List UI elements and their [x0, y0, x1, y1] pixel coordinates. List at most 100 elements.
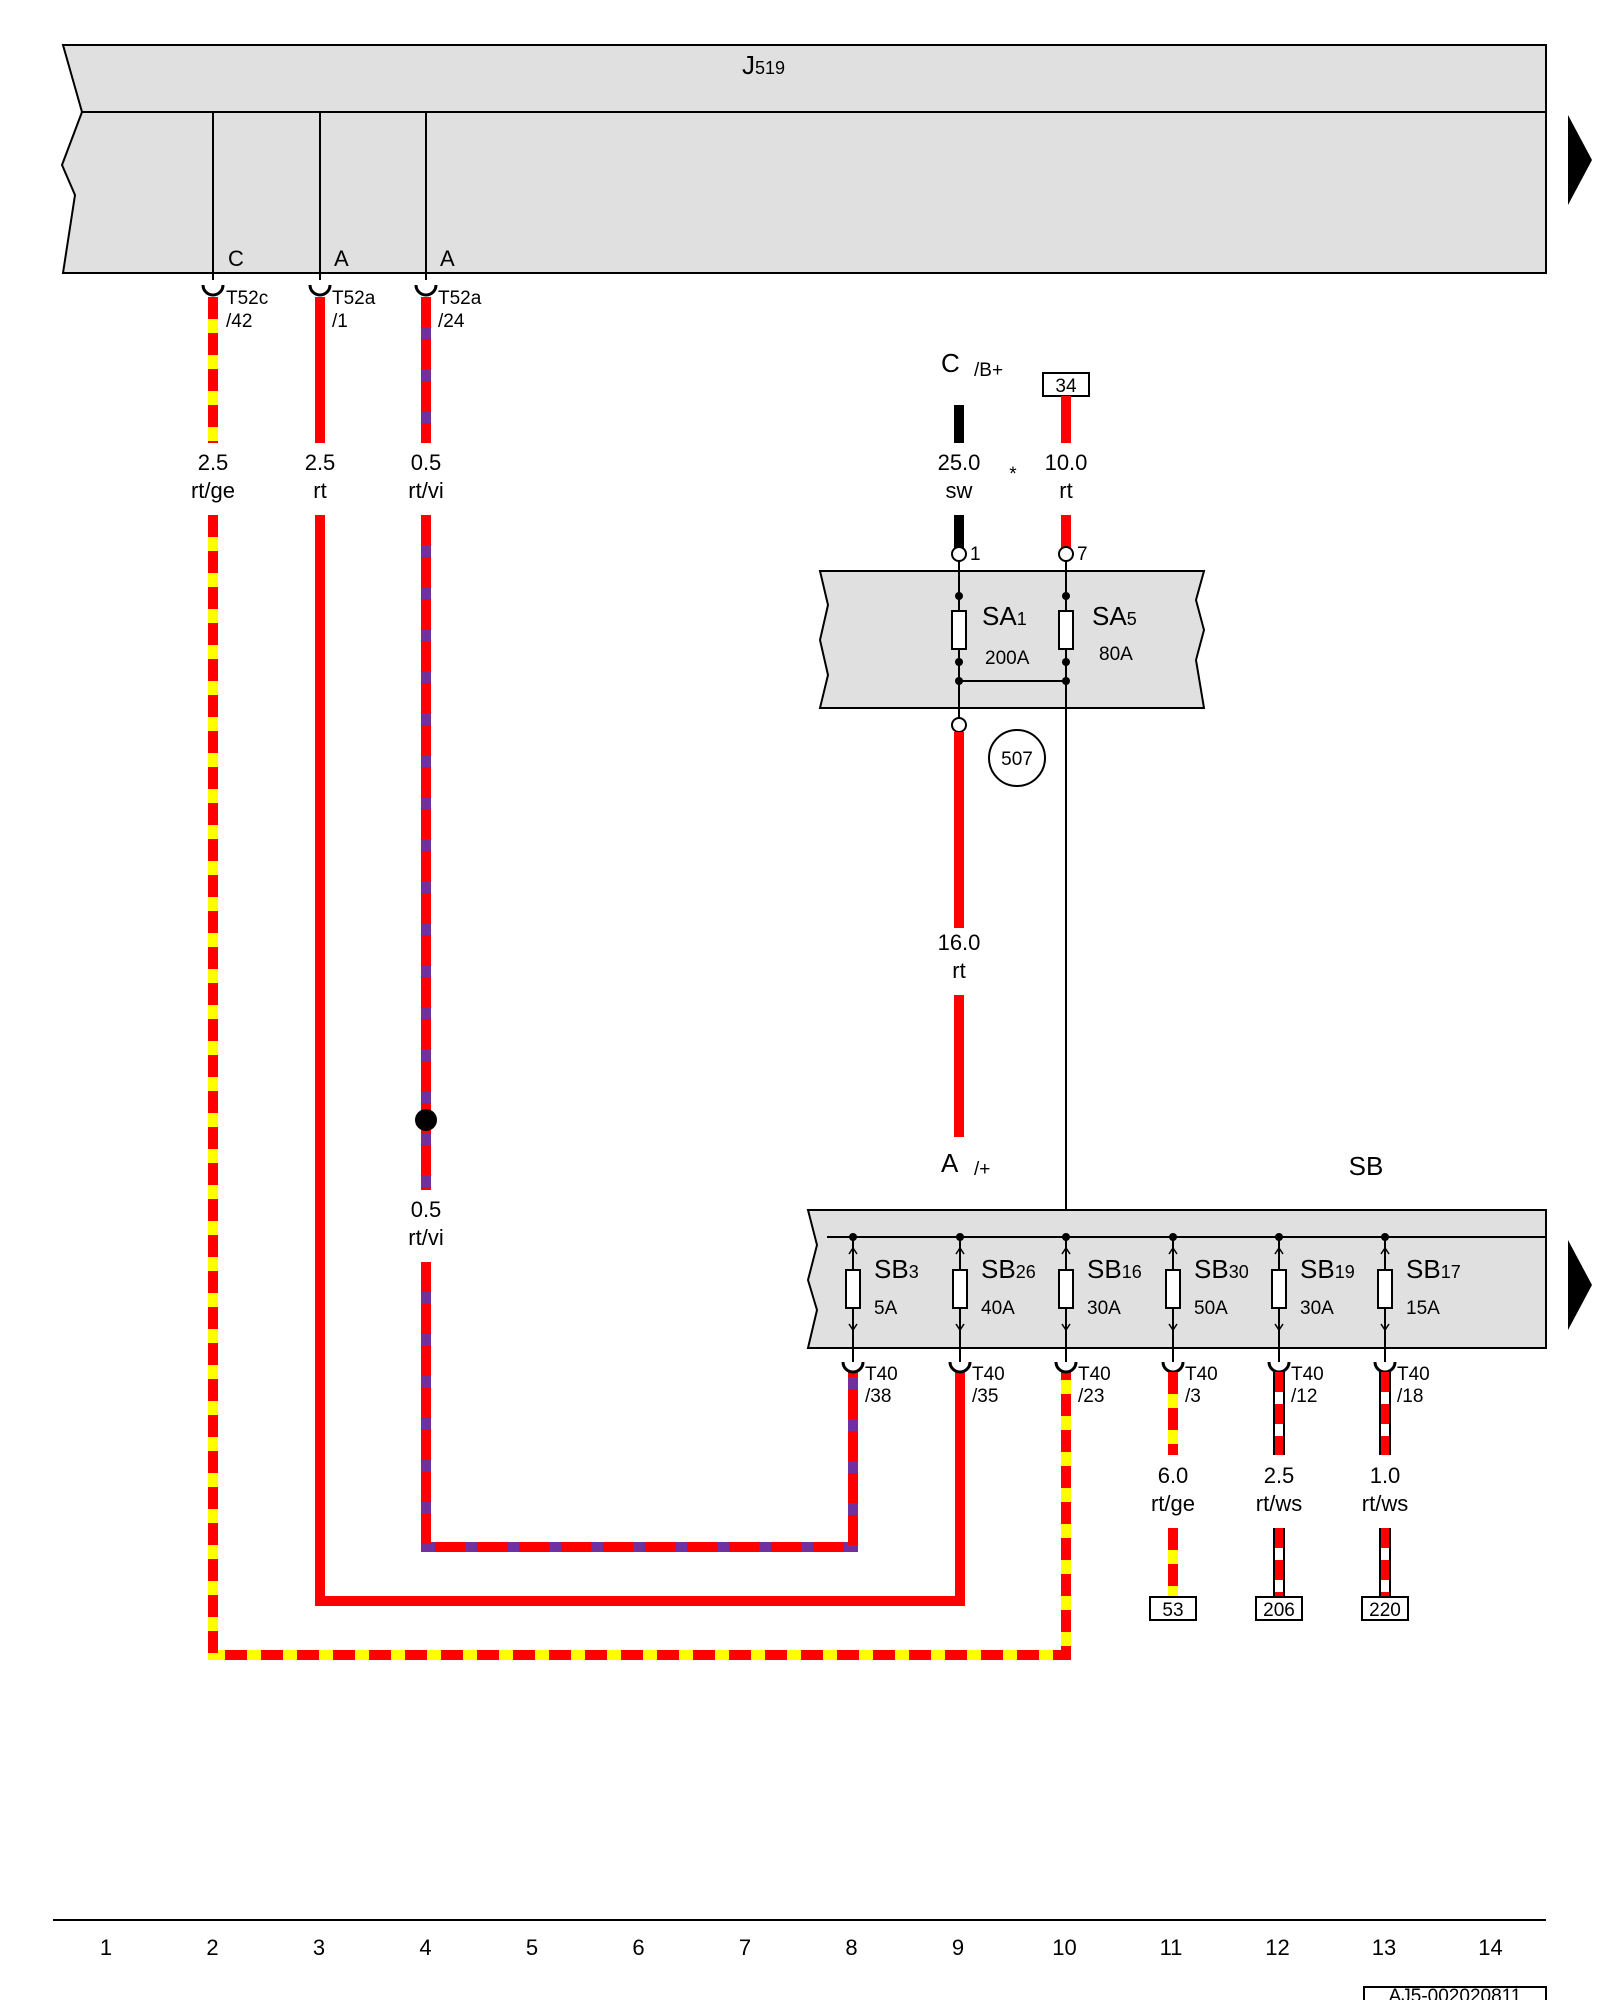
- wire-col2-color: rt/ge: [191, 478, 235, 503]
- fuse-sb-rating: 5A: [874, 1298, 898, 1319]
- fuse-sb-rating: 40A: [981, 1298, 1015, 1319]
- wire-col10-top-color: rt: [1059, 478, 1072, 503]
- svg-text:/1: /1: [332, 311, 348, 332]
- column-number: 14: [1478, 1935, 1502, 1960]
- ref-box-53: 53: [1149, 1596, 1197, 1621]
- fuse-sb-16: SB16 30A: [1058, 1233, 1142, 1362]
- j519-body: [60, 44, 1547, 274]
- wire-col12-size: 2.5: [1264, 1463, 1295, 1488]
- wire-col4b-size: 0.5: [411, 1197, 442, 1222]
- column-number: 4: [419, 1935, 431, 1960]
- sa-pin-7-label: 7: [1077, 544, 1088, 565]
- column-number: 6: [632, 1935, 644, 1960]
- connector-t52a-24: T52a /24: [414, 284, 482, 332]
- column-number: 7: [739, 1935, 751, 1960]
- svg-text:/3: /3: [1185, 1386, 1201, 1407]
- fuse-sa5-rating: 80A: [1099, 644, 1133, 665]
- j519-pin-letter-4: A: [440, 246, 455, 271]
- svg-text:34: 34: [1055, 376, 1077, 397]
- connector-t52a-1: T52a /1: [308, 284, 376, 332]
- fuse-sa1-symbol: [951, 610, 967, 650]
- wire-col2-rt-ge: [208, 297, 1071, 1660]
- fuse-sa5-label: SA5: [1092, 601, 1137, 631]
- wire-battery-color: sw: [946, 478, 973, 503]
- fuse-sb-label: SB30: [1194, 1254, 1249, 1284]
- j519-pin-letter-2: C: [228, 246, 244, 271]
- wire-col11-size: 6.0: [1158, 1463, 1189, 1488]
- svg-text:T40: T40: [972, 1364, 1005, 1385]
- svg-text:/23: /23: [1078, 1386, 1104, 1407]
- connector-t40-23: T40/23: [1054, 1361, 1111, 1407]
- fuse-sb-label: SB3: [874, 1254, 919, 1284]
- fuse-sa1-label: SA1: [982, 601, 1027, 631]
- wire-col10-top-size: 10.0: [1045, 450, 1088, 475]
- svg-text:220: 220: [1369, 1600, 1401, 1621]
- ref-box-206: 206: [1255, 1596, 1303, 1621]
- splice-point: [415, 1109, 437, 1131]
- wire-col3-color: rt: [313, 478, 326, 503]
- sa-module: 1 7 SA1 200A SA5 80A: [818, 544, 1206, 1235]
- wire-col13-size: 1.0: [1370, 1463, 1401, 1488]
- column-number: 8: [845, 1935, 857, 1960]
- svg-text:507: 507: [1001, 749, 1033, 770]
- svg-text:T40: T40: [1291, 1364, 1324, 1385]
- wire-col9-size: 16.0: [938, 930, 981, 955]
- sa-output-pin: [951, 717, 967, 733]
- wire-col9-color: rt: [952, 958, 965, 983]
- svg-text:T40: T40: [865, 1364, 898, 1385]
- wire-col4-color: rt/vi: [408, 478, 443, 503]
- column-number: 13: [1372, 1935, 1396, 1960]
- wire-col4-size: 0.5: [411, 450, 442, 475]
- column-number: 12: [1265, 1935, 1289, 1960]
- connector-t40-38: T40/38: [841, 1361, 898, 1407]
- fuse-sa1-rating: 200A: [985, 648, 1030, 669]
- column-number: 11: [1160, 1935, 1183, 1960]
- j519-module: J519 C A A: [60, 44, 1592, 280]
- j519-label: J519: [742, 50, 785, 80]
- fuse-sb-rating: 15A: [1406, 1298, 1440, 1319]
- column-number: 10: [1052, 1935, 1076, 1960]
- footer-id: AJ5-002020811: [1363, 1986, 1547, 2000]
- svg-text:T52c: T52c: [226, 288, 268, 309]
- svg-text:53: 53: [1162, 1600, 1183, 1621]
- fuse-sb-label: SB16: [1087, 1254, 1142, 1284]
- sa-pin-1-label: 1: [970, 544, 981, 565]
- ref-box-34: 34: [1042, 372, 1090, 397]
- column-number: 5: [526, 1935, 538, 1960]
- svg-text:/42: /42: [226, 311, 252, 332]
- terminal-c-letter: C: [941, 348, 960, 378]
- ref-box-220: 220: [1361, 1596, 1409, 1621]
- ref-circle-507: 507: [988, 729, 1046, 787]
- svg-text:206: 206: [1263, 1600, 1295, 1621]
- wire-col2-size: 2.5: [198, 450, 229, 475]
- svg-text:T40: T40: [1397, 1364, 1430, 1385]
- wire-col13-color: rt/ws: [1362, 1491, 1408, 1516]
- j519-continue-arrow: [1568, 115, 1592, 205]
- wire-col11-color: rt/ge: [1151, 1491, 1195, 1516]
- wire-col3-size: 2.5: [305, 450, 336, 475]
- connector-t40-3: T40/3: [1161, 1361, 1218, 1407]
- sb-title: SB: [1349, 1151, 1384, 1181]
- wire-battery-size: 25.0: [938, 450, 981, 475]
- sa-pin-1: [951, 546, 967, 562]
- terminal-a-letter: A: [941, 1148, 959, 1178]
- svg-text:/38: /38: [865, 1386, 891, 1407]
- wire-col12-color: rt/ws: [1256, 1491, 1302, 1516]
- wire-col4b-color: rt/vi: [408, 1225, 443, 1250]
- svg-text:T40: T40: [1185, 1364, 1218, 1385]
- terminal-a-suffix: /+: [974, 1159, 990, 1180]
- column-number: 1: [100, 1935, 112, 1960]
- connector-t52c-42: T52c /42: [201, 284, 268, 332]
- terminal-c-suffix: /B+: [974, 360, 1003, 381]
- svg-text:T40: T40: [1078, 1364, 1111, 1385]
- fuse-sb-rating: 30A: [1087, 1298, 1121, 1319]
- asterisk-note: *: [1009, 464, 1017, 485]
- fuse-sb-label: SB19: [1300, 1254, 1355, 1284]
- svg-text:/18: /18: [1397, 1386, 1423, 1407]
